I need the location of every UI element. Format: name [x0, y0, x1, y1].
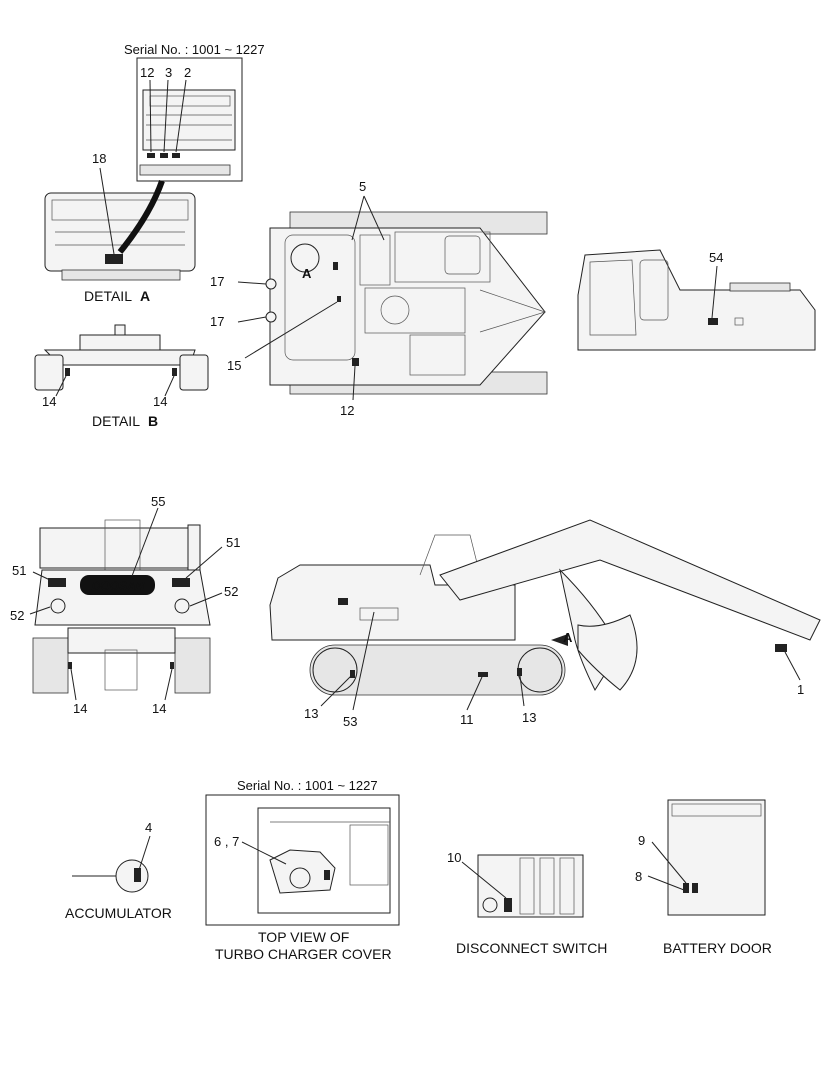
caption-detail-a-letter: A — [140, 288, 150, 304]
plan-view: 5 A 17 17 15 12 — [210, 179, 548, 418]
brand-badge: DOOSAN — [92, 579, 145, 593]
callout-17-b: 17 — [210, 314, 224, 329]
callout-52-b: 52 — [224, 584, 238, 599]
callout-6-7: 6 , 7 — [214, 834, 239, 849]
serial-detail-top: Serial No. : 1001 ~ 1227 12 3 2 — [124, 42, 265, 182]
caption-disconnect-switch: DISCONNECT SWITCH — [456, 940, 607, 956]
callout-13-b: 13 — [522, 710, 536, 725]
callout-14-a: 14 — [42, 394, 56, 409]
callout-11: 11 — [460, 712, 474, 727]
detail-a-view: 18 DETAIL A — [44, 151, 196, 304]
callout-13-a: 13 — [304, 706, 318, 721]
callout-8: 8 — [635, 869, 642, 884]
serial-note-turbo: Serial No. : 1001 ~ 1227 — [237, 778, 378, 793]
caption-accumulator: ACCUMULATOR — [65, 905, 172, 921]
side-marker-a: A — [563, 630, 573, 645]
callout-2: 2 — [184, 65, 191, 80]
callout-15: 15 — [227, 358, 241, 373]
caption-turbo-line2: TURBO CHARGER COVER — [215, 946, 392, 962]
callout-3: 3 — [165, 65, 172, 80]
callout-54: 54 — [709, 250, 723, 265]
battery-door-detail: 9 8 BATTERY DOOR — [635, 799, 772, 956]
callout-51-a: 51 — [12, 563, 26, 578]
disconnect-switch-detail: 10 DISCONNECT SWITCH — [447, 850, 607, 956]
callout-1: 1 — [797, 682, 804, 697]
turbo-cover-detail: Serial No. : 1001 ~ 1227 6 , 7 TOP VIEW … — [205, 778, 400, 962]
caption-turbo-line1: TOP VIEW OF — [258, 929, 349, 945]
callout-17-a: 17 — [210, 274, 224, 289]
caption-detail-b: DETAIL — [92, 413, 140, 429]
serial-note-top: Serial No. : 1001 ~ 1227 — [124, 42, 265, 57]
caption-detail-b-letter: B — [148, 413, 158, 429]
callout-10: 10 — [447, 850, 461, 865]
callout-18: 18 — [92, 151, 106, 166]
rear-view: DOOSAN 55 51 51 52 52 14 14 — [10, 494, 240, 716]
callout-52-a: 52 — [10, 608, 24, 623]
side-cab-view: 54 — [577, 249, 816, 351]
callout-12-top: 12 — [140, 65, 154, 80]
callout-14-d: 14 — [152, 701, 166, 716]
callout-51-b: 51 — [226, 535, 240, 550]
accumulator-detail: 4 ACCUMULATOR — [65, 820, 172, 921]
caption-battery-door: BATTERY DOOR — [663, 940, 772, 956]
detail-b-view: 14 14 DETAIL B — [34, 324, 209, 429]
callout-55: 55 — [151, 494, 165, 509]
callout-53: 53 — [343, 714, 357, 729]
callout-14-c: 14 — [73, 701, 87, 716]
caption-detail-a: DETAIL — [84, 288, 132, 304]
callout-4: 4 — [145, 820, 152, 835]
callout-12-plan: 12 — [340, 403, 354, 418]
callout-14-b: 14 — [153, 394, 167, 409]
plan-marker-a: A — [302, 266, 312, 281]
callout-9: 9 — [638, 833, 645, 848]
callout-5: 5 — [359, 179, 366, 194]
full-side-view: A 13 53 11 13 1 — [269, 519, 821, 729]
